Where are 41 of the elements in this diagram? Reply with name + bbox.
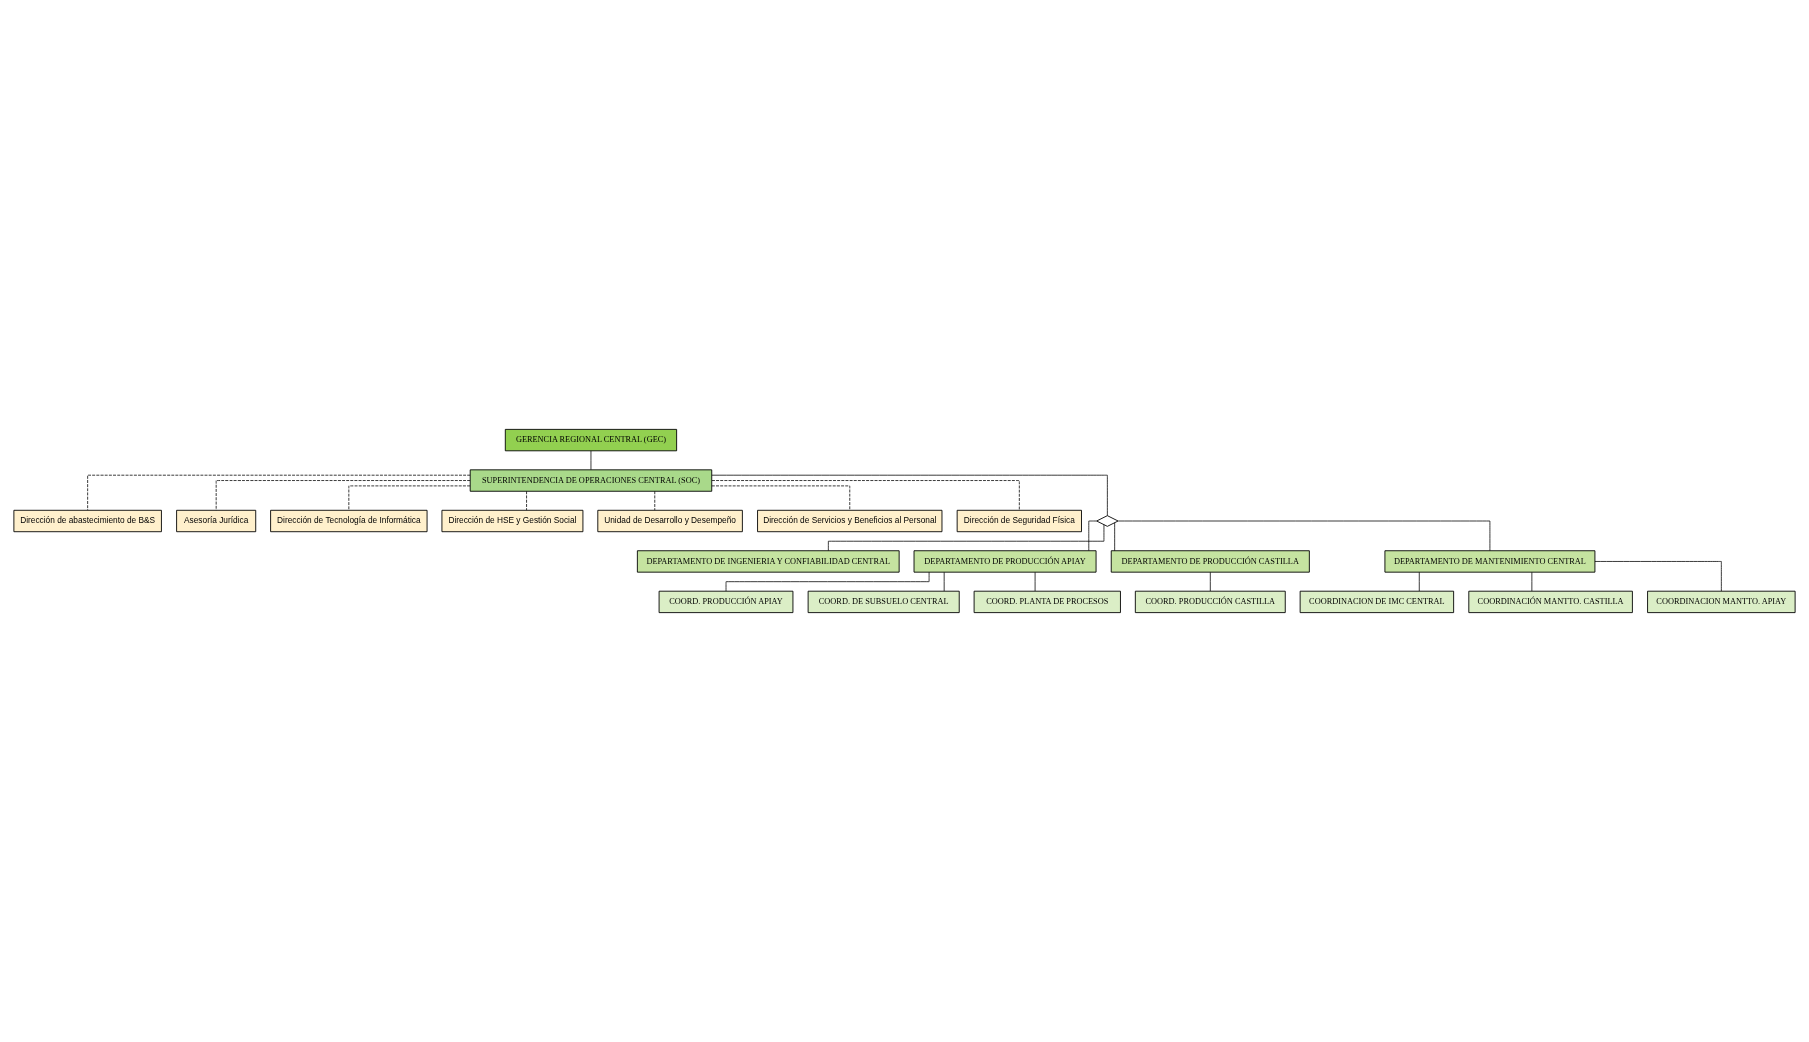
node-box: Asesoría Jurídica [176,509,257,533]
node-box: COORD. PRODUCCIÓN CASTILLA [1134,590,1286,614]
node-box: Dirección de Seguridad Física [956,509,1082,533]
connector [87,474,471,511]
node-box: Dirección de Tecnología de Informática [270,509,428,533]
node-box: COORD. PRODUCCIÓN APIAY [658,590,794,614]
connector [943,571,945,592]
connector [1034,571,1036,592]
node-box: COORD. DE SUBSUELO CENTRAL [807,590,960,614]
node-box: COORD. PLANTA DE PROCESOS [973,590,1121,614]
connector [1594,561,1722,592]
node-box: Dirección de abastecimiento de B&S [13,509,162,533]
connector [654,491,656,511]
connector [1531,571,1533,592]
connector [215,480,471,511]
connector [725,571,930,592]
connector [711,480,1020,511]
node-box: COORDINACION MANTTO. APIAY [1647,590,1796,614]
connector [526,491,527,511]
node-box: DEPARTAMENTO DE PRODUCCIÓN APIAY [913,550,1097,573]
connector [590,450,592,471]
node-box: DEPARTAMENTO DE MANTENIMIENTO CENTRAL [1384,550,1596,573]
connector [827,524,1105,551]
connector [348,485,471,511]
node-diamond [1096,515,1119,527]
node-box: Unidad de Desarrollo y Desempeño [597,509,743,533]
node-box: COORDINACIÓN MANTTO. CASTILLA [1468,590,1633,614]
node-box: Dirección de Servicios y Beneficios al Personal [757,509,943,533]
connector [711,474,1108,516]
connector [1209,571,1211,592]
connector [1114,522,1116,552]
node-box: Dirección de HSE y Gestión Social [441,509,584,533]
node-box: COORDINACION DE IMC CENTRAL [1299,590,1455,614]
connector [711,485,851,511]
connector [1117,520,1491,551]
connector [1088,520,1097,551]
node-box: GERENCIA REGIONAL CENTRAL (GEC) [504,428,678,452]
node-box: DEPARTAMENTO DE INGENIERIA Y CONFIABILIDAD CENTRAL [636,550,900,573]
node-box: SUPERINTENDENCIA DE OPERACIONES CENTRAL (SOC) [469,469,713,492]
connector [1418,571,1420,592]
node-box: DEPARTAMENTO DE PRODUCCIÓN CASTILLA [1110,550,1310,573]
